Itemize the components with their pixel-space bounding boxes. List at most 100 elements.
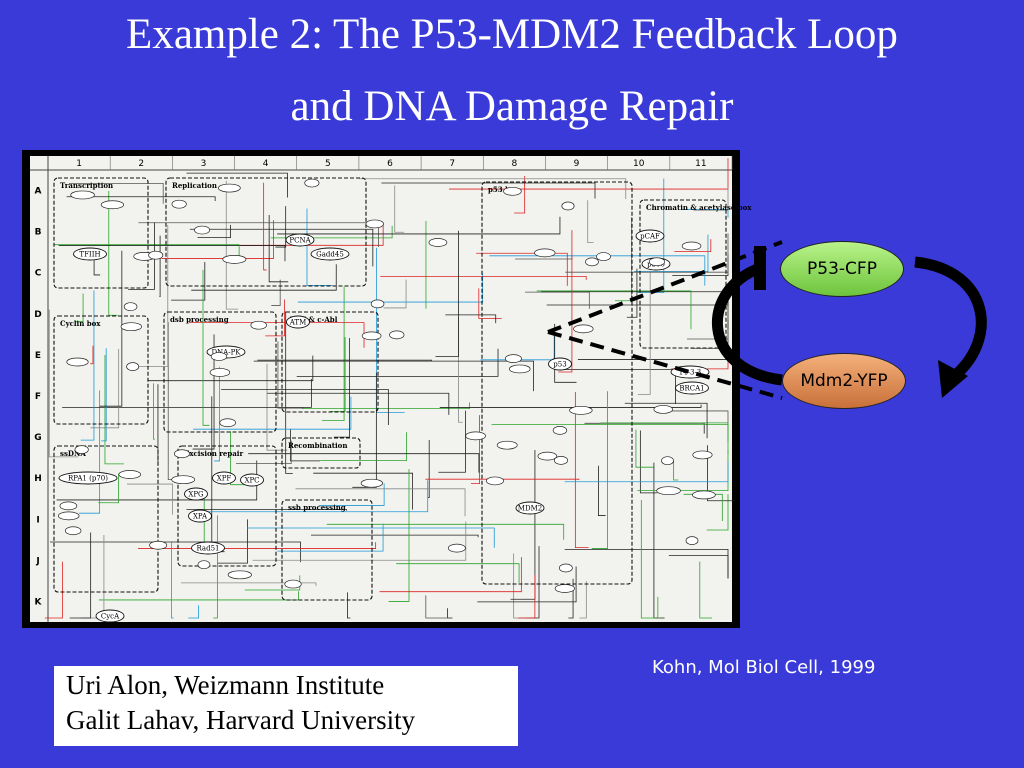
grid-column-label-8: 8 [511,159,517,169]
interaction-line [518,574,536,619]
molecule-node-small [57,511,80,521]
interaction-line [568,578,574,619]
map-box-label: Excision repair [184,449,243,458]
map-box-label: Chromatin & acetylase box [646,203,752,212]
molecule-node-small [653,405,673,414]
interaction-line [379,557,522,593]
interaction-line [207,480,429,513]
grid-row-label-F: F [35,392,41,402]
interaction-line [674,239,712,253]
interaction-line [579,581,587,619]
molecule-node-small [210,352,228,361]
interaction-line [62,379,312,408]
interaction-line [318,483,385,506]
interaction-line [271,279,281,306]
interaction-line [640,500,656,619]
arrow-p53-to-mdm2 [914,256,987,383]
molecule-node-small [222,254,247,264]
interaction-line [591,391,608,549]
credits-box: Uri Alon, Weizmann Institute Galit Lahav… [54,666,518,746]
interaction-line [564,461,729,483]
interaction-line [673,461,679,481]
molecule-node-small [596,252,611,261]
interaction-line [330,337,346,412]
mdm2-yfp-node: Mdm2-YFP [782,353,906,409]
interaction-line [225,180,239,310]
interaction-line [302,402,470,410]
interaction-line [558,230,573,373]
interaction-line [425,478,580,481]
molecule-label: XPA [193,513,208,521]
molecule-node-small [370,299,385,309]
molecule-node-small [552,426,568,435]
interaction-line [313,472,414,510]
grid-column-label-11: 11 [695,159,706,169]
grid-row-label-G: G [34,433,41,443]
grid-column-label-3: 3 [201,159,207,169]
molecule-node [95,609,125,623]
interaction-line [295,488,466,517]
molecule-node [310,247,350,261]
interaction-line [247,527,495,548]
map-box [165,177,367,287]
molecule-node [548,357,572,371]
arrowhead-right [938,360,968,398]
molecule-label: TFIIH [79,251,100,259]
grid-column-label-1: 1 [76,159,82,169]
molecule-label: pCAF [640,233,660,241]
molecule-node-small [692,450,713,460]
molecule-label: CycA [101,613,120,621]
interaction-line [290,428,320,462]
grid-column-label-6: 6 [387,159,393,169]
molecule-node [58,471,118,485]
interaction-line [435,230,459,357]
interaction-line [253,360,534,392]
interaction-line [186,508,347,511]
interaction-line [320,432,407,462]
interaction-line [265,299,285,337]
molecule-node-small [194,225,211,235]
molecule-label: BRCA1 [679,385,704,393]
molecule-node-small [585,257,599,267]
interaction-line [66,196,216,202]
map-box [53,315,149,425]
molecule-node [240,473,264,487]
molecule-node-small [227,570,252,580]
grid-column-label-4: 4 [263,159,269,169]
molecule-node-small [428,238,448,247]
interaction-line [347,592,351,619]
molecule-label: XPG [188,491,204,499]
molecule-node-small [648,257,665,267]
interaction-line [427,440,430,499]
molecule-node-small [64,526,82,536]
grid-column-label-7: 7 [449,159,455,169]
interaction-line [439,404,702,408]
molecule-node-small [148,250,164,260]
interaction-line [171,541,174,619]
molecule-node [212,471,236,485]
molecule-node-small [219,418,236,428]
credit-line-2: Galit Lahav, Harvard University [66,705,416,735]
interaction-line [197,224,231,239]
interaction-line [598,465,606,516]
interaction-line [489,255,706,286]
p53-cfp-node: P53-CFP [780,241,904,297]
molecule-node-small [304,178,320,188]
molecule-node-small [149,540,168,550]
interaction-line [396,563,520,583]
interaction-line [478,288,502,319]
molecule-label: p53 [553,361,566,369]
interaction-line [266,363,288,451]
interaction-line [69,182,164,204]
interaction-line [180,582,317,586]
map-box-label: ATM & c-Abl [287,315,338,324]
molecule-node-small [120,322,142,332]
molecule-node-small [365,219,384,229]
molecule-node-small [692,490,716,500]
molecule-node-small [100,200,125,210]
interaction-line [311,534,479,538]
molecule-label: 14-3-3 [679,369,702,377]
interaction-line [657,596,661,619]
molecule-node-small [174,449,190,459]
